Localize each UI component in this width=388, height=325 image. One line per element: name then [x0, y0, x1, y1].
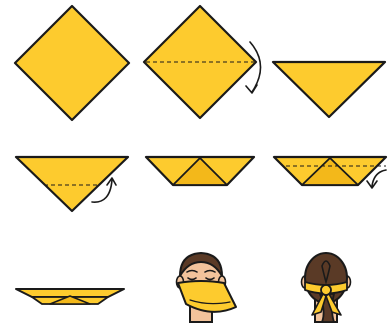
knot-tail-left: [311, 293, 327, 316]
step-5-folded-band: [144, 155, 256, 187]
step-4-fold-tip-up: [14, 155, 130, 213]
diamond-square-icon: [13, 4, 131, 122]
head-back-knot-icon: [300, 252, 352, 323]
knot-tail-right: [325, 293, 342, 316]
step-6-fold-again: [272, 155, 388, 189]
step-7-finished-band: [15, 288, 125, 305]
inner-flap: [301, 157, 359, 186]
mask-cloth: [177, 280, 237, 313]
inner-flap: [49, 295, 91, 305]
step-3-triangle: [271, 60, 387, 119]
step-2-fold-in-half: [142, 4, 262, 120]
inner-flap: [172, 157, 228, 186]
fold-arrow-icon: [91, 179, 113, 203]
triangle-fold-up-icon: [14, 155, 130, 213]
triangle-icon: [271, 60, 387, 119]
arrowhead-icon: [245, 84, 258, 94]
knot: [320, 284, 332, 296]
diamond-fold-line-icon: [142, 4, 258, 120]
arrowhead-icon: [106, 177, 117, 186]
step-1-square: [13, 4, 131, 122]
step-9-tie-back: [300, 252, 352, 323]
fold-arrow-icon: [371, 169, 387, 187]
arrowhead-icon: [366, 180, 378, 189]
step-8-wear-front: [175, 251, 237, 323]
face-with-mask-icon: [175, 251, 237, 323]
